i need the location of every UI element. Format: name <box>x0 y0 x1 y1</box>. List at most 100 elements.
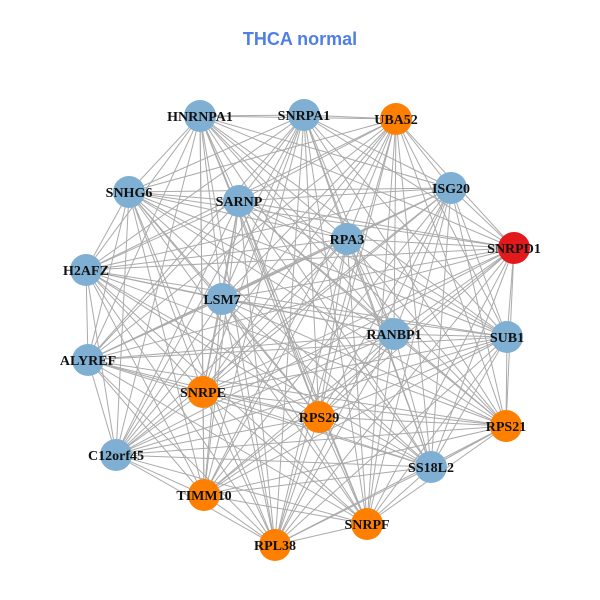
edge <box>366 247 515 525</box>
edge <box>238 200 368 525</box>
edge <box>221 298 276 546</box>
edge <box>87 359 276 546</box>
node-circle <box>206 283 238 315</box>
node-circle <box>415 451 447 483</box>
edge <box>202 118 397 393</box>
edge <box>87 359 205 496</box>
edge <box>87 200 240 361</box>
edge <box>221 118 397 300</box>
edge <box>450 187 507 427</box>
edge <box>85 269 432 468</box>
edge <box>202 247 515 393</box>
node-circle <box>331 223 363 255</box>
edge <box>115 118 397 456</box>
node-circle <box>187 376 219 408</box>
edge <box>318 247 515 418</box>
node-label: SARNP <box>216 195 263 210</box>
node-lsm7: LSM7 <box>203 283 241 315</box>
node-label: UBA52 <box>374 113 418 128</box>
edge <box>85 247 515 271</box>
edge <box>85 238 348 271</box>
edge <box>202 391 320 418</box>
edge <box>128 114 305 193</box>
edge <box>238 200 348 240</box>
edge <box>87 333 395 361</box>
edges <box>85 114 515 546</box>
edge <box>199 115 276 546</box>
edge <box>199 115 223 300</box>
node-snrpf: SNRPF <box>344 508 390 540</box>
edge <box>115 425 507 456</box>
edge <box>274 333 395 546</box>
node-ranbp1: RANBP1 <box>366 318 422 350</box>
node-isg20: ISG20 <box>432 172 470 204</box>
edge <box>203 425 507 496</box>
edge <box>115 391 204 456</box>
edge <box>202 391 507 427</box>
node-label: SNRPE <box>180 386 226 401</box>
node-sub1: SUB1 <box>490 321 524 353</box>
edge <box>115 454 205 496</box>
node-circle <box>435 172 467 204</box>
edge <box>203 336 508 496</box>
edge <box>202 187 452 393</box>
edge <box>202 391 276 546</box>
edge <box>128 191 205 496</box>
node-label: SNRPA1 <box>278 109 331 124</box>
edge <box>238 118 397 202</box>
node-circle <box>351 508 383 540</box>
edge <box>346 238 368 525</box>
edge <box>221 114 305 300</box>
edge <box>87 191 130 361</box>
node-label: ISG20 <box>432 182 470 197</box>
edge <box>203 333 395 496</box>
node-rpa3: RPA3 <box>330 223 364 255</box>
edge <box>87 359 204 393</box>
node-circle <box>72 344 104 376</box>
edge <box>203 200 240 496</box>
edge <box>202 114 305 393</box>
edge <box>238 187 452 202</box>
edge <box>274 247 515 546</box>
node-snrpd1: SNRPD1 <box>487 232 541 264</box>
edge <box>85 187 452 271</box>
edge <box>238 200 276 546</box>
edge <box>128 115 201 193</box>
edge <box>238 200 432 468</box>
edge <box>393 333 507 427</box>
edge <box>395 118 507 427</box>
node-label: RPS21 <box>486 420 526 435</box>
edge <box>274 187 452 546</box>
node-ss18l2: SS18L2 <box>408 451 454 483</box>
edge <box>203 187 452 496</box>
edge <box>128 191 276 546</box>
edge <box>318 336 508 418</box>
node-label: SUB1 <box>490 331 524 346</box>
node-label: SS18L2 <box>408 461 454 476</box>
node-label: ALYREF <box>60 354 116 369</box>
edge <box>395 118 508 338</box>
edge <box>221 298 508 338</box>
edge <box>318 333 395 418</box>
node-circle <box>303 401 335 433</box>
edge <box>87 115 201 361</box>
edge <box>318 416 432 468</box>
edge <box>430 336 508 468</box>
node-sarnp: SARNP <box>216 185 263 217</box>
edge <box>202 238 348 393</box>
edge <box>128 191 508 338</box>
edge <box>450 187 508 338</box>
chart-title: THCA normal <box>242 29 358 49</box>
edge <box>318 416 368 525</box>
node-label: HNRNPA1 <box>167 110 233 125</box>
edge <box>87 359 368 525</box>
edge <box>115 187 452 456</box>
node-label: LSM7 <box>203 293 240 308</box>
edge <box>346 238 507 427</box>
edge <box>115 416 320 456</box>
edge <box>221 298 432 468</box>
edge <box>346 238 432 468</box>
edge <box>303 114 507 427</box>
edge <box>85 269 276 546</box>
